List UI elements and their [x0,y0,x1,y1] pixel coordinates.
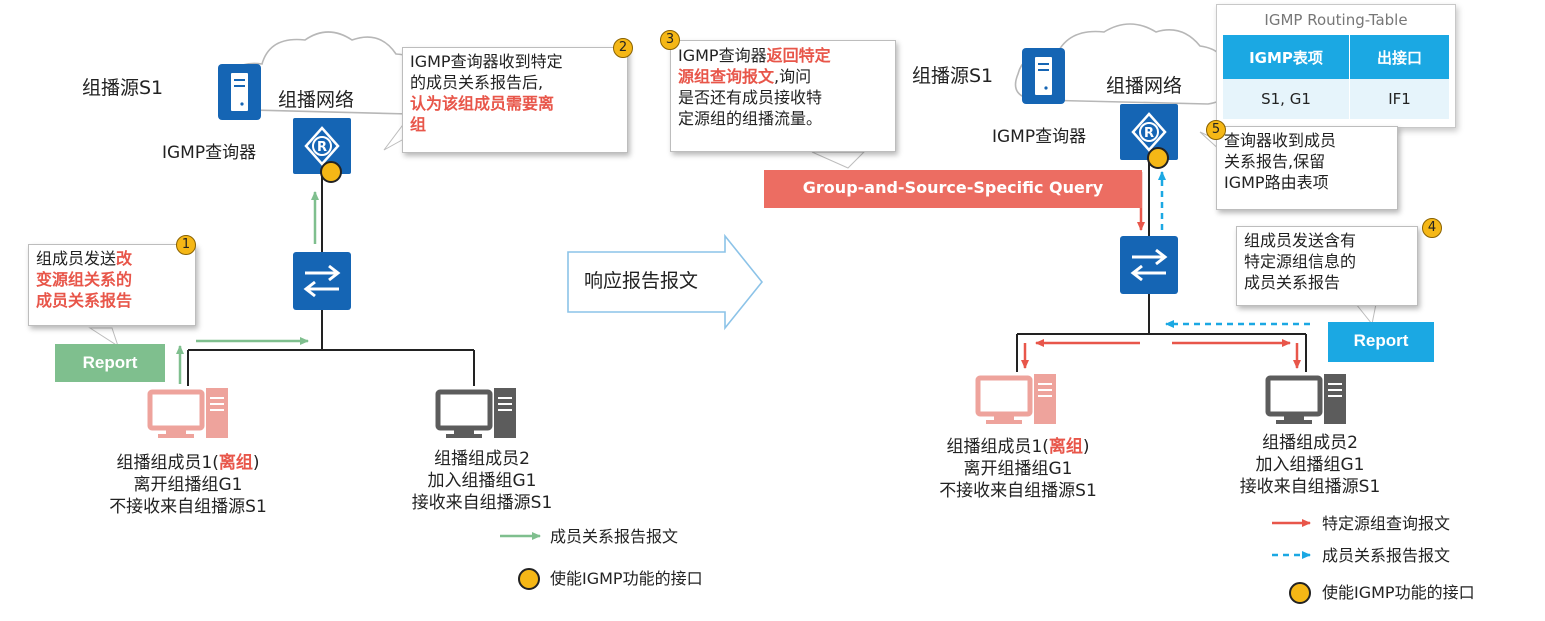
callout-step-2: IGMP查询器收到特定 的成员关系报告后, 认为该组成员需要离 组 [402,47,628,153]
step-badge: 3 [660,30,680,50]
callout-step-1: 组成员发送改 变源组关系的 成员关系报告 [28,244,196,326]
callout-text: IGMP路由表项 [1224,173,1329,192]
router-icon [291,116,353,176]
table-cell: IF1 [1388,90,1411,108]
report-message: Report [1328,322,1434,362]
interface-dot-icon [1147,147,1169,169]
interface-dot-icon [518,568,540,590]
arrow-icon [567,233,764,331]
member-status: 离开组播组G1 [963,459,1073,479]
router-icon [1118,102,1180,162]
member-name: 组播组成员2 [1262,433,1358,453]
querier-label: IGMP查询器 [162,143,257,163]
network-label: 组播网络 [278,89,355,111]
callout-text: 特定源组信息的 [1244,252,1357,271]
member-status: 加入组播组G1 [1255,455,1365,475]
member-name: ) [252,453,260,473]
legend-dot-text: 使能IGMP功能的接口 [1322,583,1475,602]
member-status: 接收来自组播源S1 [411,493,553,513]
step-badge: 4 [1422,218,1442,238]
pc-icon [1265,374,1346,424]
member1-caption: 组播组成员1(离组) 离开组播组G1 不接收来自组播源S1 [60,452,316,518]
member-status: 加入组播组G1 [427,471,537,491]
table-header: IGMP表项 [1223,35,1350,79]
member-name: 组播组成员1( [116,453,219,473]
network-label: 组播网络 [1106,75,1183,97]
server-icon [1021,47,1066,105]
callout3-tail [811,151,866,169]
callout-text: 成员关系报告 [1244,273,1341,292]
pc-icon [147,388,228,438]
member-status: 离开组播组G1 [133,475,243,495]
callout-text: 组成员发送 [36,249,117,268]
legend-blue-text: 成员关系报告报文 [1322,546,1451,565]
callout-text: 查询器收到成员 [1224,131,1337,150]
callout-highlight: 认为该组成员需要离 [410,94,555,113]
member-status: 接收来自组播源S1 [1239,477,1381,497]
step-badge: 1 [176,235,196,255]
callout-text: ,询问 [774,67,812,86]
callout-highlight: 返回特定 [766,46,831,65]
callout-text: 的成员关系报告后, [410,73,544,92]
member2-caption: 组播组成员2 加入组播组G1 接收来自组播源S1 [1200,432,1420,498]
member-name: 组播组成员1( [946,437,1049,457]
member-name: 组播组成员2 [434,449,530,469]
callout-highlight: 组 [410,115,427,134]
callout-step-3: IGMP查询器返回特定 源组查询报文,询问 是否还有成员接收特 定源组的组播流量… [670,40,896,152]
pc-icon [435,388,516,438]
callout-text: IGMP查询器 [678,46,767,65]
source-label: 组播源S1 [912,65,994,87]
leave-tag: 离组 [1048,437,1083,457]
interface-dot-icon [320,161,342,183]
callout-text: 定源组的组播流量。 [678,109,823,128]
report-message: Report [55,344,165,382]
table-header: 出接口 [1376,48,1422,67]
table-cell: S1, G1 [1223,79,1350,119]
igmp-routing-table: IGMP Routing-Table IGMP表项 出接口 S1, G1 IF1 [1216,4,1456,128]
callout-highlight: 改 [116,249,133,268]
switch-icon [291,250,353,312]
member-name: ) [1082,437,1090,457]
source-label: 组播源S1 [82,77,164,99]
callout4-tail [1354,303,1377,326]
server-icon [217,63,262,121]
querier-label: IGMP查询器 [992,127,1087,147]
routing-table-title: IGMP Routing-Table [1264,11,1408,29]
legend-red-text: 特定源组查询报文 [1322,514,1451,533]
member-status: 不接收来自组播源S1 [109,497,267,517]
left-scene-graphics [88,31,541,590]
legend-dot-text: 使能IGMP功能的接口 [550,569,703,588]
callout-step-4: 组成员发送含有 特定源组信息的 成员关系报告 [1236,226,1418,306]
response-arrow-label: 响应报告报文 [584,270,699,292]
switch-icon [1118,234,1180,296]
callout1-tail [88,327,119,348]
callout-text: 关系报告,保留 [1224,152,1326,171]
member1-caption: 组播组成员1(离组) 离开组播组G1 不接收来自组播源S1 [890,436,1146,502]
callout-highlight: 源组查询报文 [678,67,775,86]
callout-step-5: 查询器收到成员 关系报告,保留 IGMP路由表项 [1216,126,1398,210]
callout-highlight: 成员关系报告 [36,291,133,310]
callout-text: IGMP查询器收到特定 [410,52,563,71]
step-badge: 5 [1206,120,1226,140]
legend-green-text: 成员关系报告报文 [550,527,679,546]
member-status: 不接收来自组播源S1 [939,481,1097,501]
callout-text: 组成员发送含有 [1244,231,1357,250]
callout-highlight: 变源组关系的 [36,270,133,289]
step-badge: 2 [613,38,633,58]
gsq-message: Group-and-Source-Specific Query [764,170,1142,208]
member2-caption: 组播组成员2 加入组播组G1 接收来自组播源S1 [372,448,592,514]
leave-tag: 离组 [218,453,253,473]
pc-icon [975,374,1056,424]
callout-text: 是否还有成员接收特 [678,88,823,107]
interface-dot-icon [1289,582,1311,604]
